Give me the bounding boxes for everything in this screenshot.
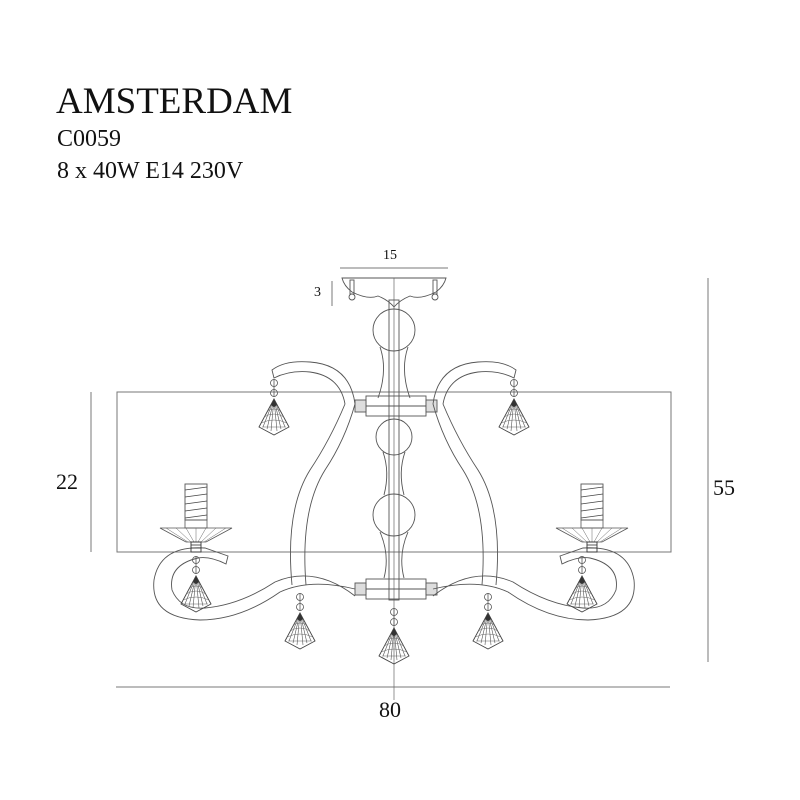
crystal-pendant [566, 555, 598, 613]
shade-height-label: 22 [56, 469, 78, 494]
product-name: AMSTERDAM [56, 81, 293, 122]
crystal-pendant [284, 592, 316, 650]
canopy-width-label: 15 [383, 248, 397, 263]
dimension-lines [90, 267, 709, 688]
lower-arm-right [432, 547, 635, 621]
lyre-arm-left [290, 403, 356, 586]
crystal-pendant [180, 555, 212, 613]
crystal-pendant [258, 378, 290, 436]
crystal-pendant [472, 592, 504, 650]
lower-arm-left [153, 547, 356, 621]
product-code: C0059 [57, 126, 122, 152]
crystal-pendant [498, 378, 530, 436]
upper-arm-left [271, 361, 356, 405]
total-width-label: 80 [379, 697, 401, 722]
product-spec: 8 x 40W E14 230V [57, 158, 244, 184]
total-height-label: 55 [713, 475, 735, 500]
lyre-arm-right [432, 403, 498, 586]
candle-socket-left [159, 483, 233, 553]
candle-socket-right [555, 483, 629, 553]
canopy-height-label: 3 [314, 285, 321, 300]
